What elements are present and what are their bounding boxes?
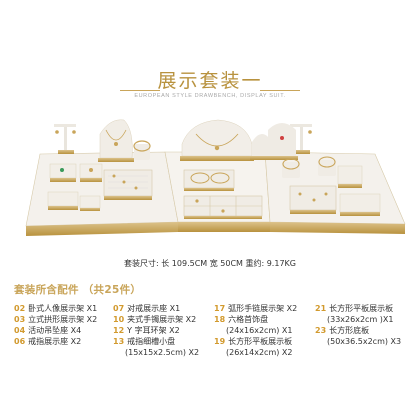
bangle-display-center (183, 169, 235, 191)
clip-bangle-stand-right (337, 165, 363, 188)
arch-stand-right (266, 123, 298, 160)
y-earring-stand-left (54, 124, 76, 154)
bangle-stand-left (133, 140, 151, 160)
title-divider-left (120, 90, 160, 91)
ring-block-left (47, 191, 101, 211)
page-title: 展示套装一 (157, 70, 263, 92)
bust-necklace-stand-center (180, 119, 254, 161)
six-grid-tray-center (183, 195, 263, 219)
pendant-blocks-left (49, 163, 103, 182)
ring-tray-right (289, 185, 337, 214)
parts-section-title: 套装所含配件 （共25件） (14, 284, 142, 296)
bust-necklace-stand-left (98, 119, 134, 162)
page-subtitle: EUROPEAN STYLE DRAWBENCH, DISPLAY SUIT. (134, 93, 286, 99)
ring-tray-left (103, 169, 153, 200)
arch-stand-center (250, 134, 274, 160)
suit-size-weight: 套装尺寸: 长 109.5CM 宽 50CM 重约: 9.17KG (124, 259, 296, 268)
display-board-right (339, 193, 381, 216)
bangle-stands-right (282, 156, 336, 178)
base-plate-center (164, 151, 271, 232)
product-display-illustration (25, 119, 406, 236)
title-divider-right (260, 90, 300, 91)
